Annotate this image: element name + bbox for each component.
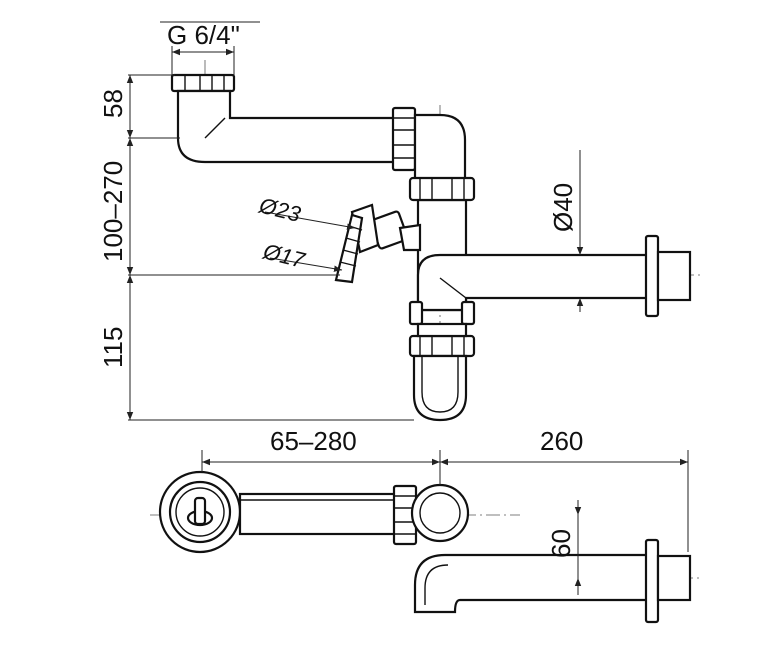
tube-segment [416,322,468,338]
connecting-elbow [413,113,467,182]
height-adjust-label: 100–270 [98,161,128,262]
top-outlet-pipe-end [656,554,692,602]
strainer-cross-icon [186,496,214,527]
hose-inner-diameter-label: Ø17 [260,238,308,273]
tee-outlet [416,253,652,312]
offset-label: 60 [546,529,576,558]
top-outlet-flange [644,538,660,624]
middle-nut-left [408,300,424,326]
upper-coupling-nut [408,176,476,202]
dimension-labels: G 6/4" 58 100–270 115 Ø23 Ø17 Ø40 65–280… [98,20,583,558]
front-view [170,60,700,422]
trap-cup [412,354,468,422]
length-right-label: 260 [540,426,583,456]
top-outlet-elbow [413,553,652,614]
height-bottom-label: 115 [98,327,128,368]
middle-nut-right [460,300,476,326]
hose-outer-diameter-label: Ø23 [256,192,304,227]
thread-label: G 6/4" [167,20,240,50]
inlet-elbow-pipe [176,89,397,164]
hose-connector [334,203,422,284]
length-left-label: 65–280 [270,426,357,456]
outlet-flange [644,234,660,318]
height-top-label: 58 [98,89,128,118]
top-view [150,470,700,624]
outlet-diameter-label: Ø40 [548,183,578,232]
outlet-pipe-end [656,250,692,302]
dimension-lines [126,21,689,595]
